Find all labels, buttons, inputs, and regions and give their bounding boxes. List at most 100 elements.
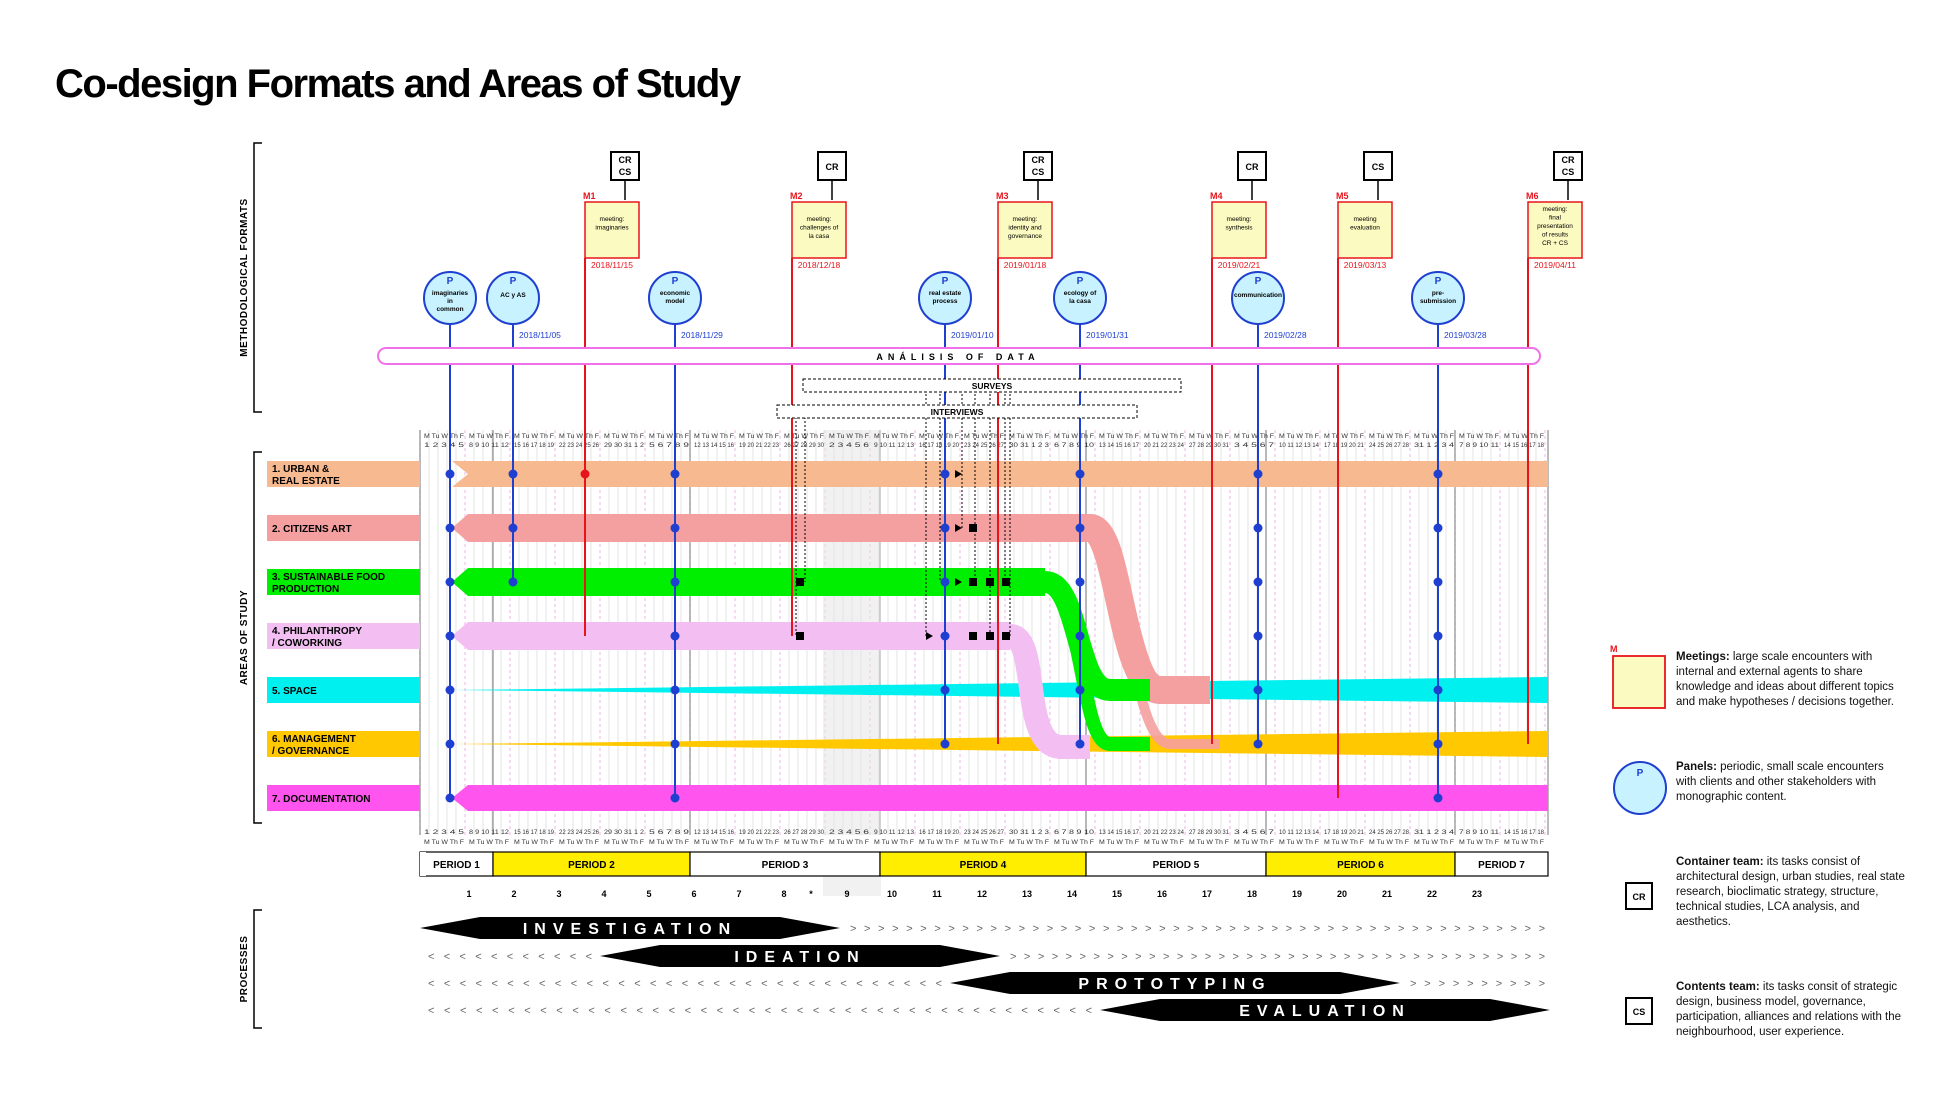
meeting-1-date: 2018/11/15 [591,260,633,270]
weekday-label: M Tu W Th F [424,839,464,846]
legend-container-code: CR [1633,892,1646,902]
meeting-4-box [1211,201,1267,259]
weekday-label: M Tu W Th F [469,433,509,440]
meeting-6-team-1: CR [1562,155,1575,165]
panel-2-text: AC y AS [500,292,526,299]
panel-dot [1075,577,1085,587]
meeting-3-text: meeting: [1013,216,1038,223]
meeting-2-text: challenges of [800,225,838,232]
date-numbers: 26 27 28 29 30 [784,829,824,836]
legend-panels-text: Panels: periodic, small scale encounters… [1676,761,1884,803]
panel-dot [670,577,680,587]
meeting-3-date: 2019/01/18 [1004,260,1047,270]
area-label-1: 1. URBAN & [272,464,329,475]
meeting-1-code: M1 [583,191,596,201]
area-band-6 [452,731,1548,757]
area-label-2: 2. CITIZENS ART [272,524,352,535]
date-numbers: 23 24 25 26 27 [964,442,1004,449]
area-band-1 [452,461,1548,487]
survey-marker [1002,578,1010,586]
process-3-label: PROTOTYPING [1078,976,1271,993]
panel-dot [1253,685,1263,695]
weekday-label: M Tu W Th F [1054,839,1094,846]
panel-dot [1075,739,1085,749]
panel-dot [670,631,680,641]
panel-7-date: 2019/03/28 [1444,330,1487,340]
panel-5-letter: P [1077,276,1084,287]
meeting-3-box [997,201,1053,259]
panel-dot [1433,469,1443,479]
legend-contents-box [1625,997,1653,1025]
meeting-1-team-2: CS [619,167,632,177]
meeting-3-code: M3 [996,191,1009,201]
weekday-label: M Tu W Th F [829,433,869,440]
week-number: 11 [932,889,942,899]
date-numbers: 31 1 2 3 4 [1414,442,1455,449]
period-7-label: PERIOD 7 [1478,860,1525,871]
meeting-5-code: M5 [1336,191,1349,201]
weekday-label: M Tu W Th F [604,839,644,846]
panel-2-circle [486,271,540,325]
panel-dot [940,523,950,533]
week-number: 12 [977,889,987,899]
period-1-label: PERIOD 1 [433,860,480,871]
weekday-label: M Tu W Th F [1504,839,1544,846]
period-4-label: PERIOD 4 [960,860,1007,871]
date-numbers: 27 28 29 30 31 [1189,829,1229,836]
weekday-label: M Tu W Th F [649,839,689,846]
area-band-2 [452,514,1090,542]
weekday-label: M Tu W Th F [1369,839,1409,846]
panel-dot [445,523,455,533]
week-number: 19 [1292,889,1302,899]
process-3-after: >>>>>>>>>> [1410,978,1545,990]
legend-container-text: Container team: its tasks consist of arc… [1676,856,1905,928]
week-number: 3 [556,889,561,899]
weekday-label: M Tu W Th F [1189,433,1229,440]
area-band-5 [452,677,1548,703]
panel-dot [1433,793,1443,803]
period-6-label: PERIOD 6 [1337,860,1384,871]
week-number: 9 [844,889,849,899]
panel-4-circle [918,271,972,325]
panel-3-text: economic [660,290,691,297]
meeting-2-team-box [817,151,847,181]
meeting-4-date: 2019/02/21 [1218,260,1261,270]
area-label-6: / GOVERNANCE [272,746,350,757]
meeting-3-team-box [1023,151,1053,181]
panel-5-text: la casa [1069,298,1091,305]
week-number: 7 [736,889,741,899]
meeting-2-text: la casa [809,233,830,240]
date-numbers: 13 14 15 16 17 [1099,442,1139,449]
area-label-3: PRODUCTION [272,584,339,595]
survey-marker [969,578,977,586]
date-numbers: 20 21 22 23 24 [1144,829,1184,836]
panel-dot [1253,523,1263,533]
week-number: 6 [691,889,696,899]
meeting-1-text: imaginaries [595,225,629,232]
weekday-label: M Tu W Th F [424,433,464,440]
week-number: 13 [1022,889,1032,899]
panel-dot [445,793,455,803]
legend-contents-code: CS [1633,1007,1646,1017]
date-numbers: 27 28 29 30 31 [1189,442,1229,449]
area-label-box-6 [267,731,420,757]
survey-marker [986,632,994,640]
weekday-label: M Tu W Th F [559,839,599,846]
week-number: 22 [1427,889,1437,899]
panel-7-circle [1411,271,1465,325]
interview-arrow [955,524,962,532]
weekday-label: M Tu W Th F [514,839,554,846]
date-numbers: 22 23 24 25 26 [559,442,599,449]
week-number: 17 [1202,889,1212,899]
area-label-1: REAL ESTATE [272,476,340,487]
weekday-label: M Tu W Th F [1099,839,1139,846]
panel-3-text: model [665,298,684,305]
date-numbers: 8 9 10 11 12 [469,829,509,836]
area-label-4: 4. PHILANTHROPY [272,626,362,637]
panel-3-letter: P [672,276,679,287]
weekday-label: M Tu W Th F [1054,433,1094,440]
weekday-label: M Tu W Th F [1144,839,1184,846]
panel-5-date: 2019/01/31 [1086,330,1129,340]
panel-3-date: 2018/11/29 [681,330,723,340]
